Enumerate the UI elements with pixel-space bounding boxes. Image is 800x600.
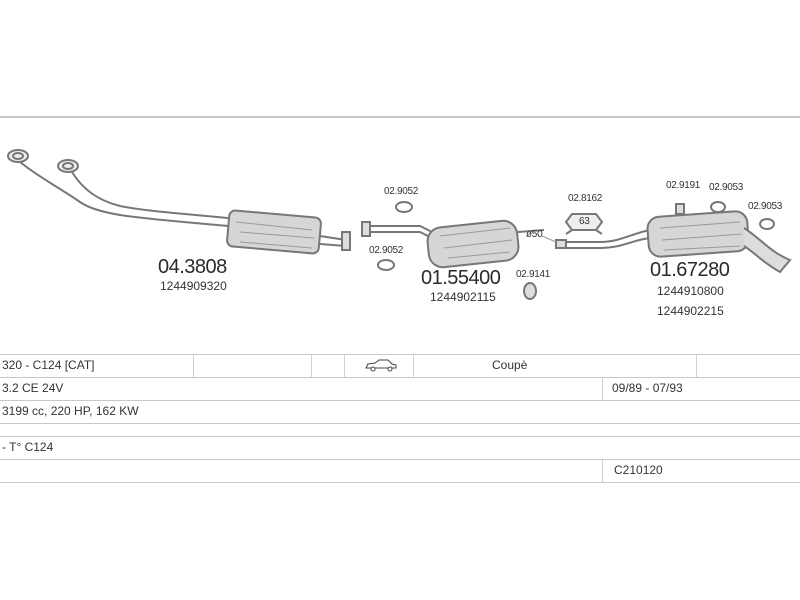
label-hanger: 02.8162 — [568, 193, 603, 204]
rubber-mount[interactable] — [523, 282, 537, 300]
diagram-top-border — [0, 116, 800, 118]
label-part-9053-b: 02.9053 — [748, 201, 783, 212]
column-divider — [602, 460, 603, 482]
body-type-cell: Coupè — [492, 358, 528, 372]
table-row: 320 - C124 [CAT] Coupè — [0, 354, 800, 377]
table-row: 3.2 CE 24V 09/89 - 07/93 — [0, 377, 800, 400]
part-number-rear-silencer: 01.67280 — [650, 259, 730, 281]
specs-cell: 3199 cc, 220 HP, 162 KW — [2, 404, 139, 418]
exhaust-system-diagram — [7, 149, 792, 300]
chassis-cell: - T° C124 — [2, 440, 54, 454]
table-row: C210120 — [0, 459, 800, 483]
code-cell: C210120 — [614, 463, 663, 477]
column-divider — [193, 355, 194, 377]
part-ref-rear-silencer: 1244910800 — [657, 284, 724, 298]
hanger-bracket[interactable] — [564, 213, 604, 235]
column-divider — [311, 355, 312, 377]
label-hanger-size: 63 — [579, 216, 590, 227]
part-ref-front-pipe: 1244909320 — [160, 279, 227, 293]
table-spacer-row — [0, 423, 800, 436]
part-ref-middle-silencer: 1244902115 — [430, 290, 496, 304]
engine-cell: 3.2 CE 24V — [2, 381, 64, 395]
table-row: - T° C124 — [0, 436, 800, 459]
part-ref2-rear-silencer: 1244902215 — [657, 304, 724, 318]
label-gasket-lower: 02.9052 — [369, 245, 404, 256]
rear-silencer[interactable] — [555, 210, 792, 274]
column-divider — [602, 378, 603, 400]
column-divider — [344, 355, 345, 377]
ring-b[interactable] — [759, 218, 775, 230]
gasket-upper[interactable] — [395, 201, 413, 213]
middle-silencer[interactable] — [361, 219, 545, 269]
label-clamp-50: ø50 — [526, 229, 543, 240]
label-part-9191: 02.9191 — [666, 180, 701, 191]
model-cell: 320 - C124 [CAT] — [2, 358, 95, 372]
label-rubber-mount: 02.9141 — [516, 269, 551, 280]
part-number-middle-silencer: 01.55400 — [421, 267, 501, 289]
label-gasket-upper: 02.9052 — [384, 186, 419, 197]
ring-a[interactable] — [710, 201, 726, 213]
gasket-lower[interactable] — [377, 259, 395, 271]
front-pipe-catalyst[interactable] — [7, 149, 351, 255]
rubber-hanger[interactable] — [675, 203, 685, 215]
column-divider — [696, 355, 697, 377]
part-number-front-pipe: 04.3808 — [158, 256, 227, 278]
label-part-9053-a: 02.9053 — [709, 182, 744, 193]
table-row: 3199 cc, 220 HP, 162 KW — [0, 400, 800, 423]
period-cell: 09/89 - 07/93 — [612, 381, 683, 395]
vehicle-info-table: 320 - C124 [CAT] Coupè 3.2 CE 24V 09/89 … — [0, 354, 800, 483]
column-divider — [413, 355, 414, 377]
car-coupe-icon — [364, 358, 398, 380]
